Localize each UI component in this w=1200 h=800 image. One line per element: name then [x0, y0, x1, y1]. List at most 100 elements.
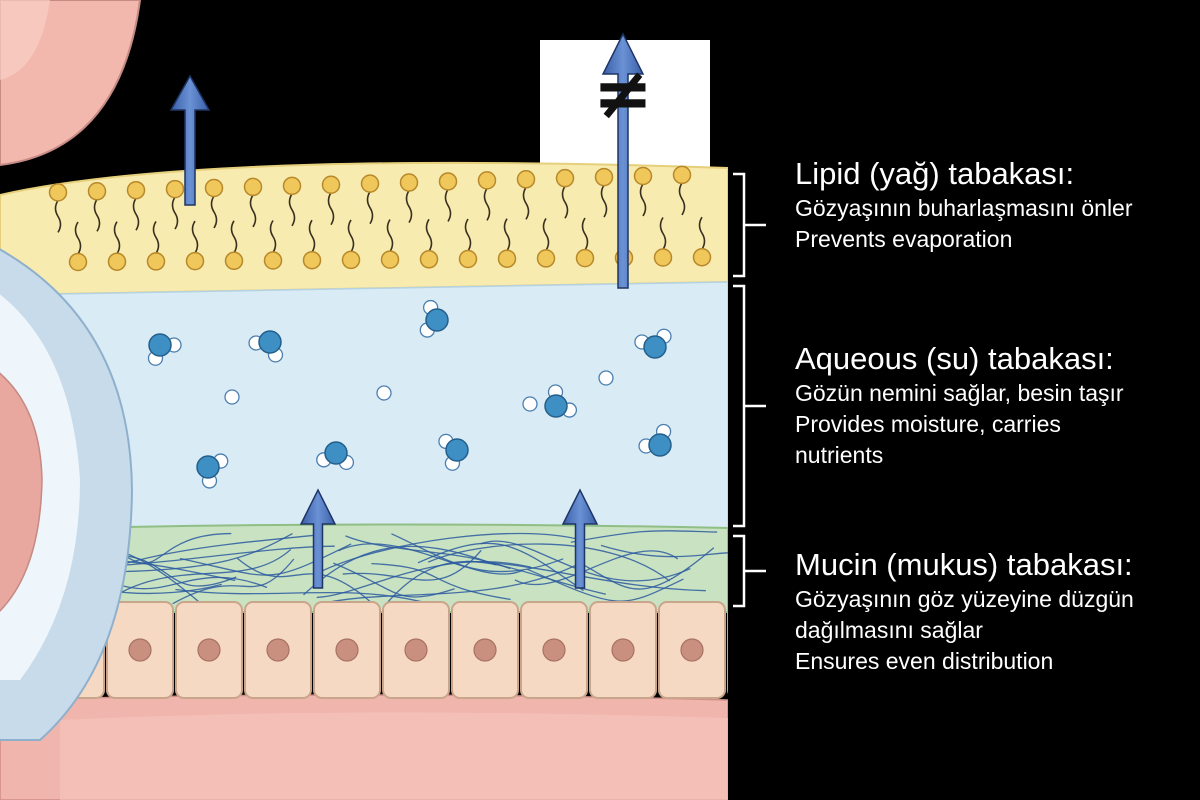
- lipid-molecule: [594, 167, 614, 218]
- aqueous-label: Aqueous (su) tabakası: Gözün nemini sağl…: [795, 340, 1124, 471]
- mucin-desc-en: Ensures even distribution: [795, 648, 1054, 674]
- water-molecule: [147, 333, 182, 366]
- mucin-title: Mucin (mukus) tabakası:: [795, 547, 1133, 582]
- lipid-molecule: [321, 175, 341, 226]
- mucin-fiber: [514, 550, 679, 586]
- water-molecule: [544, 384, 578, 418]
- mucin-bracket: [733, 534, 766, 608]
- lipid-molecule: [146, 220, 166, 271]
- mucin-fiber: [111, 554, 237, 587]
- lipid-molecule: [48, 183, 68, 233]
- lipid-molecule: [516, 170, 536, 220]
- lipid-molecule: [536, 217, 556, 268]
- lipid-desc-en: Prevents evaporation: [795, 226, 1013, 252]
- mucin-fiber: [122, 533, 293, 573]
- epithelial-cell: [451, 601, 519, 699]
- epithelial-cells: [37, 601, 728, 699]
- evaporation-arrow: [169, 74, 211, 206]
- mucin-fiber: [579, 547, 715, 590]
- mucin-fiber: [303, 545, 496, 596]
- water-molecule: [316, 441, 355, 471]
- mucin-arrow-right: [561, 488, 599, 589]
- mucin-fiber: [316, 560, 531, 599]
- lipid-molecule: [204, 178, 224, 229]
- mucin-desc-tr-1: Gözyaşının göz yüzeyine düzgün: [795, 586, 1134, 612]
- lipid-molecule: [68, 221, 88, 272]
- lipid-molecule: [399, 173, 419, 223]
- lipid-molecule: [477, 171, 497, 221]
- not-equal-sign: ≠: [593, 51, 653, 135]
- mucin-fiber: [236, 557, 371, 602]
- epithelial-cell: [175, 601, 243, 699]
- mucin-fiber: [480, 540, 691, 582]
- lipid-title: Lipid (yağ) tabakası:: [795, 156, 1075, 191]
- lipid-label: Lipid (yağ) tabakası: Gözyaşının buharla…: [795, 155, 1133, 255]
- lipid-bracket: [733, 172, 766, 278]
- mucin-fiber: [600, 544, 728, 558]
- mucin-fiber: [179, 543, 352, 576]
- mucin-fiber: [371, 562, 511, 601]
- aqueous-desc-en-2: nutrients: [795, 442, 884, 468]
- lipid-molecule: [360, 174, 380, 225]
- lipid-molecule: [87, 182, 107, 232]
- mucin-desc-tr-2: dağılmasını sağlar: [795, 617, 983, 643]
- lipid-molecule: [341, 219, 361, 270]
- epithelial-cell: [589, 601, 657, 699]
- lipid-molecule: [185, 220, 205, 271]
- water-molecule: [196, 453, 229, 489]
- lipid-desc-tr: Gözyaşının buharlaşmasını önler: [795, 195, 1133, 221]
- mucin-fiber: [342, 549, 482, 581]
- lipid-molecule: [243, 177, 263, 228]
- lipid-molecule: [438, 172, 458, 222]
- water-molecule: [634, 328, 672, 359]
- flow-arrows: [169, 32, 645, 589]
- lipid-molecule: [126, 180, 146, 231]
- lipid-molecule: [224, 220, 244, 271]
- lipid-molecule: [282, 176, 302, 227]
- lipid-molecule: [672, 165, 692, 216]
- mucin-fiber: [338, 543, 524, 575]
- lipid-molecule: [302, 219, 322, 270]
- water-molecule: [522, 396, 538, 412]
- lipid-molecule: [575, 217, 595, 268]
- aqueous-bracket: [733, 284, 766, 528]
- epithelial-cell: [313, 601, 381, 699]
- mucin-fiber: [175, 588, 433, 606]
- lipid-molecule: [458, 218, 478, 269]
- mucin-fiber: [526, 568, 684, 602]
- water-molecule: [376, 385, 392, 401]
- mucin-fiber: [172, 558, 295, 605]
- water-molecules: [147, 299, 672, 489]
- mucin-fiber: [316, 532, 581, 575]
- water-molecule: [638, 423, 672, 457]
- mucin-arrow-left: [299, 488, 337, 589]
- aqueous-desc-en-1: Provides moisture, carries: [795, 411, 1061, 437]
- epithelial-cell: [520, 601, 588, 699]
- epithelial-cell: [382, 601, 450, 699]
- epithelial-cell: [106, 601, 174, 699]
- lipid-molecule: [380, 219, 400, 269]
- water-molecule: [419, 299, 449, 338]
- lipid-molecule: [555, 168, 575, 219]
- epithelial-cell: [244, 601, 312, 699]
- mucin-label: Mucin (mukus) tabakası: Gözyaşının göz y…: [795, 546, 1134, 677]
- aqueous-title: Aqueous (su) tabakası:: [795, 341, 1114, 376]
- lipid-molecule: [653, 217, 673, 267]
- water-molecule: [438, 433, 469, 471]
- lipid-molecule: [692, 216, 712, 267]
- lipid-molecule: [419, 218, 439, 269]
- epithelial-cell: [727, 605, 728, 695]
- water-molecule: [248, 330, 284, 363]
- water-molecule: [598, 370, 614, 386]
- lipid-molecule: [497, 218, 517, 268]
- lipid-molecule: [263, 220, 283, 270]
- lipid-molecule: [165, 179, 185, 230]
- mucin-fiber: [570, 530, 718, 543]
- eyeball-tissue: [0, 372, 43, 612]
- lipid-molecule: [633, 166, 653, 217]
- layer-brackets: [733, 172, 766, 608]
- aqueous-desc-tr: Gözün nemini sağlar, besin taşır: [795, 380, 1124, 406]
- lipid-molecule: [107, 221, 127, 271]
- epithelial-cell: [658, 601, 726, 699]
